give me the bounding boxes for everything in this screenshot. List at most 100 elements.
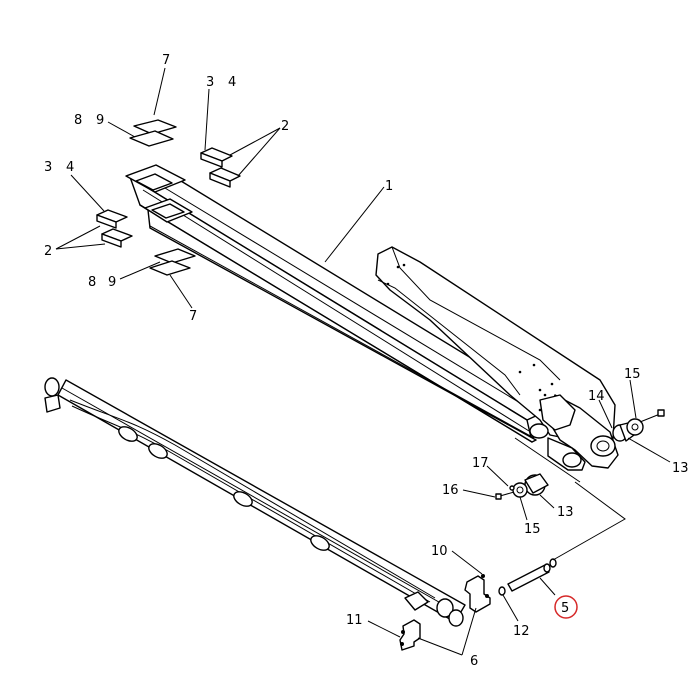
callout-10: 10 (431, 544, 448, 559)
plate-mark (538, 388, 542, 392)
bolt-17 (509, 485, 515, 491)
leader-10 (451, 550, 483, 575)
leader-12 (502, 594, 519, 622)
barrel-ring (233, 491, 253, 507)
pivot-hole-inner (596, 440, 610, 452)
pivot-hole (590, 435, 616, 457)
callout-8-upper: 8 (74, 113, 82, 128)
callout-13-center: 13 (557, 505, 574, 520)
pad-7-lower (149, 260, 191, 276)
pin-5 (507, 564, 550, 592)
bolt-10-b (485, 594, 489, 598)
callout-3-upper: 3 (206, 75, 214, 90)
plate-mark (550, 382, 554, 386)
callout-labels: 7 8 9 3 4 2 3 4 2 8 9 7 1 14 15 13 17 16… (44, 53, 689, 669)
barrel-ring (310, 535, 330, 551)
leader-1 (324, 186, 385, 263)
callout-13-right: 13 (672, 461, 689, 476)
leader-2-lower-a (55, 225, 101, 250)
cylinder-fitting (404, 591, 429, 611)
cylinder-mount-boss (529, 423, 549, 439)
callout-14: 14 (588, 389, 605, 404)
pivot-hardware-center (495, 473, 549, 500)
ring-12-lower (498, 586, 506, 596)
boom-plate-edge (377, 279, 521, 396)
leader-5 (539, 577, 556, 596)
pin-alignment-line (552, 481, 626, 561)
callout-7-upper: 7 (162, 53, 170, 68)
pivot-cutout (539, 394, 576, 431)
leader-13-center (539, 494, 555, 509)
plate-mark (543, 393, 547, 397)
pad-2-lower-a-side (96, 214, 117, 229)
callout-2-lower: 2 (44, 244, 52, 259)
cylinder-hose (69, 399, 436, 599)
callout-12: 12 (513, 624, 530, 639)
callout-16: 16 (442, 483, 459, 498)
leader-2-lower-b (55, 243, 106, 250)
bolt-11-a (401, 630, 405, 634)
plate-mark (402, 263, 406, 267)
callout-6: 6 (470, 654, 478, 669)
boom-edge-line (159, 184, 546, 419)
boom-section (125, 164, 619, 471)
pad-9-lower (154, 248, 196, 264)
leader-3-upper (204, 88, 210, 151)
plate-mark (538, 408, 542, 412)
leader-6 (417, 637, 463, 656)
boom-end-socket-inner (135, 173, 173, 191)
bushing-13-center-body (524, 473, 549, 494)
hydraulic-cylinder (44, 377, 466, 627)
leader-7-upper (153, 67, 166, 116)
leader-7-lower (169, 274, 193, 309)
lower-ear-hole (562, 452, 582, 468)
plate-mark (532, 363, 536, 367)
pivot-hardware-right (612, 409, 665, 442)
bolt-10-a (481, 574, 485, 578)
leader-17 (486, 465, 509, 487)
bolt-16-shank (499, 491, 515, 497)
leader-9-upper (107, 121, 136, 138)
callout-17: 17 (472, 456, 489, 471)
callout-7-lower: 7 (189, 309, 197, 324)
cylinder-base-block (44, 394, 61, 413)
leader-2-upper-a (229, 127, 281, 156)
boom-edge-line (149, 225, 535, 439)
callout-3-lower: 3 (44, 160, 52, 175)
leader-14 (598, 399, 613, 429)
washer-15-right (626, 418, 644, 436)
callout-2-upper: 2 (281, 119, 289, 134)
leader-4-lower (70, 174, 105, 212)
callout-11: 11 (346, 613, 363, 628)
bracket-6-upper (464, 575, 491, 613)
barrel-ring (118, 426, 138, 442)
pad-2-upper-b-side (209, 172, 231, 188)
boom-plate-edge (391, 246, 561, 381)
cylinder-base-eye (44, 377, 60, 397)
pin-assembly (498, 437, 626, 596)
pin-5-end (543, 563, 551, 573)
leader-6-b (461, 607, 477, 656)
bolt-16-head (495, 493, 502, 500)
leader-15-center (519, 496, 528, 521)
callout-15-right: 15 (624, 367, 641, 382)
pin-alignment-line (514, 437, 581, 483)
callout-9-upper: 9 (96, 113, 104, 128)
cylinder-rod-eye (448, 609, 464, 627)
bolt-15-head (657, 409, 665, 417)
cylinder-rod-end (436, 598, 454, 618)
wear-pads-upper (129, 119, 241, 188)
pad-9-upper (129, 130, 174, 147)
bracket-assembly (399, 574, 491, 651)
washer-15-right-hole (631, 423, 639, 431)
leader-15-right (629, 379, 637, 419)
ring-12-upper (549, 558, 557, 568)
pad-7-upper (133, 119, 177, 135)
callout-1: 1 (385, 179, 393, 194)
bracket-6-lower (399, 619, 421, 651)
barrel-ring (148, 443, 168, 459)
callout-4-upper: 4 (228, 75, 236, 90)
callout-15-center: 15 (524, 522, 541, 537)
leader-lines (55, 67, 671, 656)
